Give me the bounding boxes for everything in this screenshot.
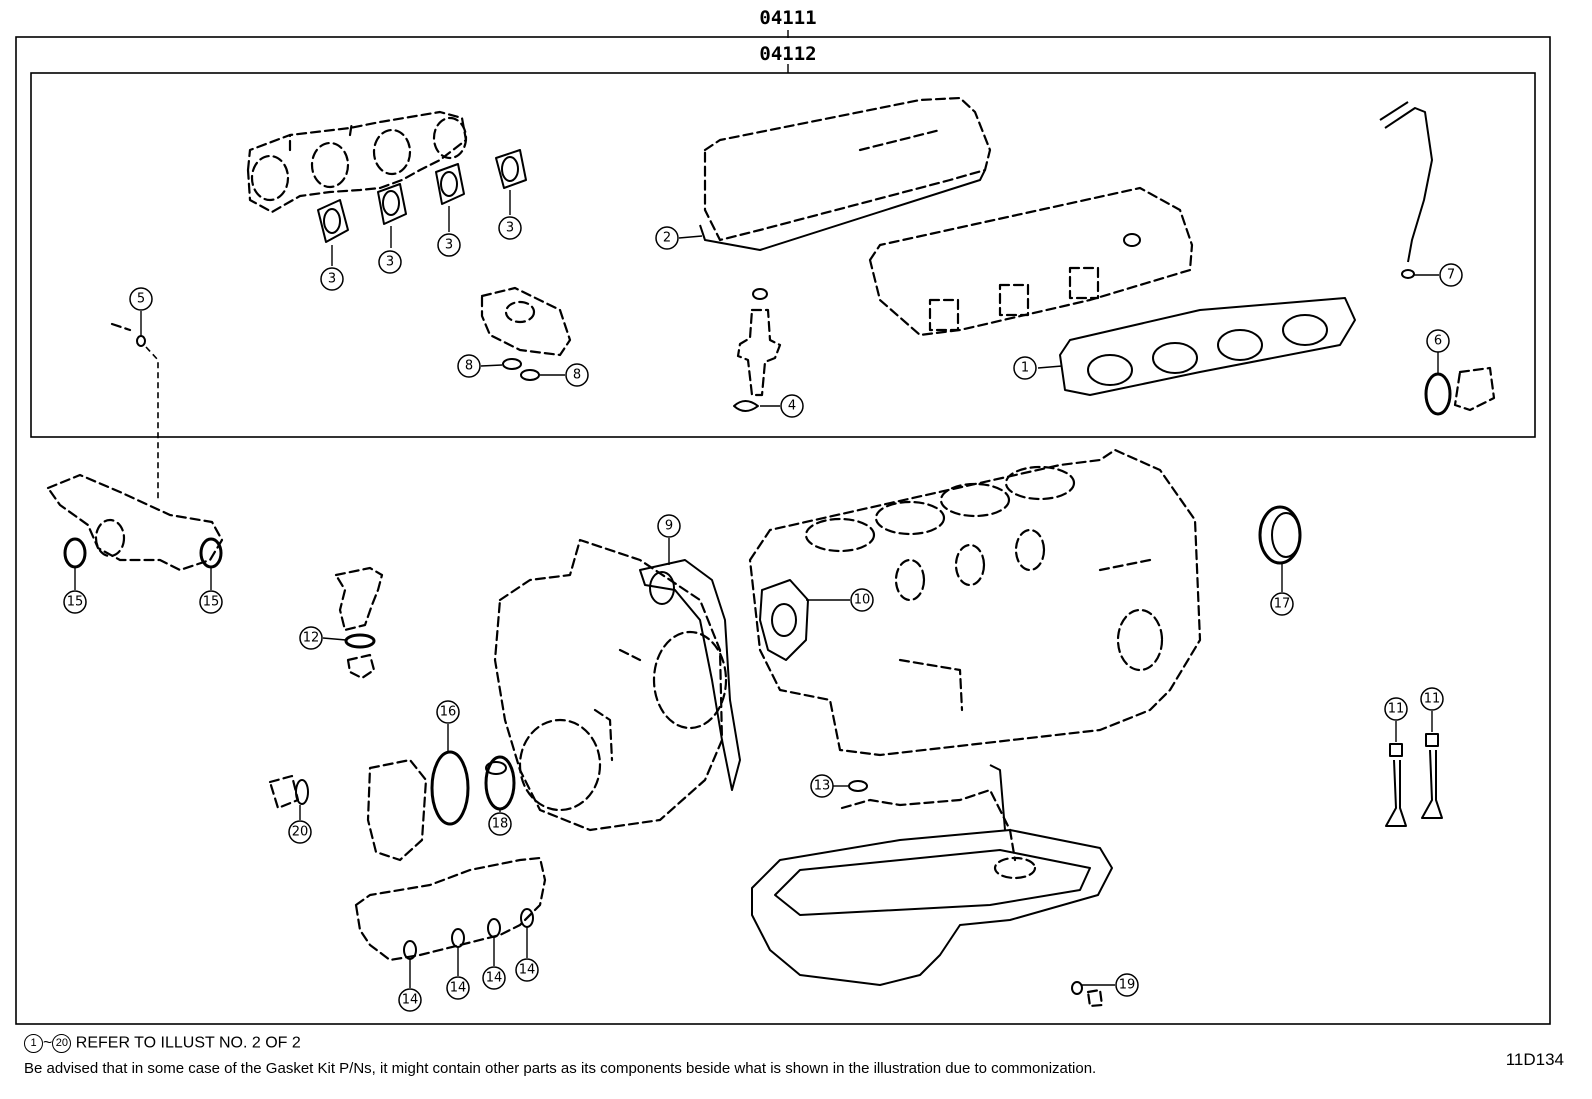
cylinder-head <box>868 186 1194 337</box>
svg-text:9: 9 <box>665 519 673 534</box>
refer-range-end: 20 <box>52 1034 72 1053</box>
svg-text:6: 6 <box>1434 334 1442 349</box>
valve-stem-seals <box>1385 711 1443 827</box>
svg-text:3: 3 <box>506 221 514 236</box>
callout-17: 17 <box>1270 592 1294 616</box>
exhaust-manifold <box>354 856 547 988</box>
svg-text:5: 5 <box>137 292 145 307</box>
thermostat-housing <box>322 566 384 680</box>
water-outlet-housing <box>46 473 224 590</box>
svg-text:15: 15 <box>203 595 220 610</box>
svg-text:2: 2 <box>663 231 671 246</box>
refer-range-start: 1 <box>24 1034 43 1053</box>
svg-text:11: 11 <box>1388 702 1405 717</box>
svg-text:1: 1 <box>1021 361 1029 376</box>
callout-1: 1 <box>1013 356 1037 380</box>
callout-14: 14 <box>446 976 470 1000</box>
refer-note-text: REFER TO ILLUST NO. 2 OF 2 <box>75 1034 301 1052</box>
intake-gaskets <box>317 149 527 266</box>
callout-4: 4 <box>780 394 804 418</box>
callout-18: 18 <box>488 812 512 836</box>
svg-text:19: 19 <box>1119 978 1136 993</box>
callout-14: 14 <box>398 988 422 1012</box>
bypass-flange <box>268 774 309 820</box>
callout-3: 3 <box>498 216 522 240</box>
svg-text:20: 20 <box>292 825 309 840</box>
callout-3: 3 <box>320 267 344 291</box>
cylinder-head-gasket <box>1037 297 1356 396</box>
callout-5: 5 <box>129 287 153 311</box>
dashed-reference-line <box>145 346 159 500</box>
callout-2: 2 <box>655 226 679 250</box>
injector-nozzle <box>733 288 782 412</box>
svg-text:8: 8 <box>573 368 581 383</box>
timing-case-gasket <box>639 538 741 791</box>
callout-13: 13 <box>810 774 834 798</box>
callout-3: 3 <box>437 233 461 257</box>
cylinder-block <box>748 448 1202 757</box>
cover-plate-gasket <box>1424 352 1496 416</box>
svg-text:11: 11 <box>1424 692 1441 707</box>
dipstick-guide <box>1379 101 1439 279</box>
callout-8: 8 <box>457 354 481 378</box>
svg-text:14: 14 <box>402 993 419 1008</box>
callout-16: 16 <box>436 700 460 724</box>
svg-text:4: 4 <box>788 399 796 414</box>
callout-15: 15 <box>63 590 87 614</box>
inner-kit-frame <box>30 72 1536 438</box>
svg-text:3: 3 <box>445 238 453 253</box>
advisory-note: Be advised that in some case of the Gask… <box>24 1060 1097 1077</box>
timing-gear-case <box>493 538 728 832</box>
callout-10: 10 <box>850 588 874 612</box>
svg-text:18: 18 <box>492 817 509 832</box>
svg-text:12: 12 <box>303 631 320 646</box>
callout-15: 15 <box>199 590 223 614</box>
assembly-code-inner: 04112 <box>759 43 816 65</box>
water-pump-gasket <box>759 579 850 661</box>
callout-9: 9 <box>657 514 681 538</box>
callout-8: 8 <box>565 363 589 387</box>
callout-19: 19 <box>1115 973 1139 997</box>
crankshaft-rear-oil-seal <box>1258 505 1302 592</box>
cylinder-head-cover <box>678 96 992 251</box>
svg-text:16: 16 <box>440 705 457 720</box>
svg-text:14: 14 <box>486 971 503 986</box>
callout-12: 12 <box>299 626 323 650</box>
svg-text:15: 15 <box>67 595 84 610</box>
svg-text:8: 8 <box>465 359 473 374</box>
intake-manifold <box>246 110 468 214</box>
callout-7: 7 <box>1439 263 1463 287</box>
callout-14: 14 <box>482 966 506 990</box>
callout-14: 14 <box>515 958 539 982</box>
oil-pan <box>751 829 1115 1008</box>
svg-text:7: 7 <box>1447 268 1455 283</box>
callout-11: 11 <box>1420 687 1444 711</box>
callout-6: 6 <box>1426 329 1450 353</box>
svg-text:10: 10 <box>854 593 871 608</box>
svg-text:14: 14 <box>519 963 536 978</box>
callout-3: 3 <box>378 250 402 274</box>
svg-text:14: 14 <box>450 981 467 996</box>
assembly-code-outer: 04111 <box>759 7 816 29</box>
svg-text:17: 17 <box>1274 597 1291 612</box>
illustration-id: 11D134 <box>1505 1050 1564 1069</box>
outer-kit-frame <box>15 36 1551 1025</box>
oil-pipe-small <box>110 311 146 347</box>
svg-text:3: 3 <box>328 272 336 287</box>
refer-note: 1~20 REFER TO ILLUST NO. 2 OF 2 <box>24 1034 301 1053</box>
callout-20: 20 <box>288 820 312 844</box>
svg-text:3: 3 <box>386 255 394 270</box>
oil-cooler-housing <box>480 286 572 381</box>
svg-text:13: 13 <box>814 779 831 794</box>
water-pump-assembly <box>366 724 516 862</box>
callout-11: 11 <box>1384 697 1408 721</box>
refer-range-tilde: ~ <box>43 1034 53 1052</box>
